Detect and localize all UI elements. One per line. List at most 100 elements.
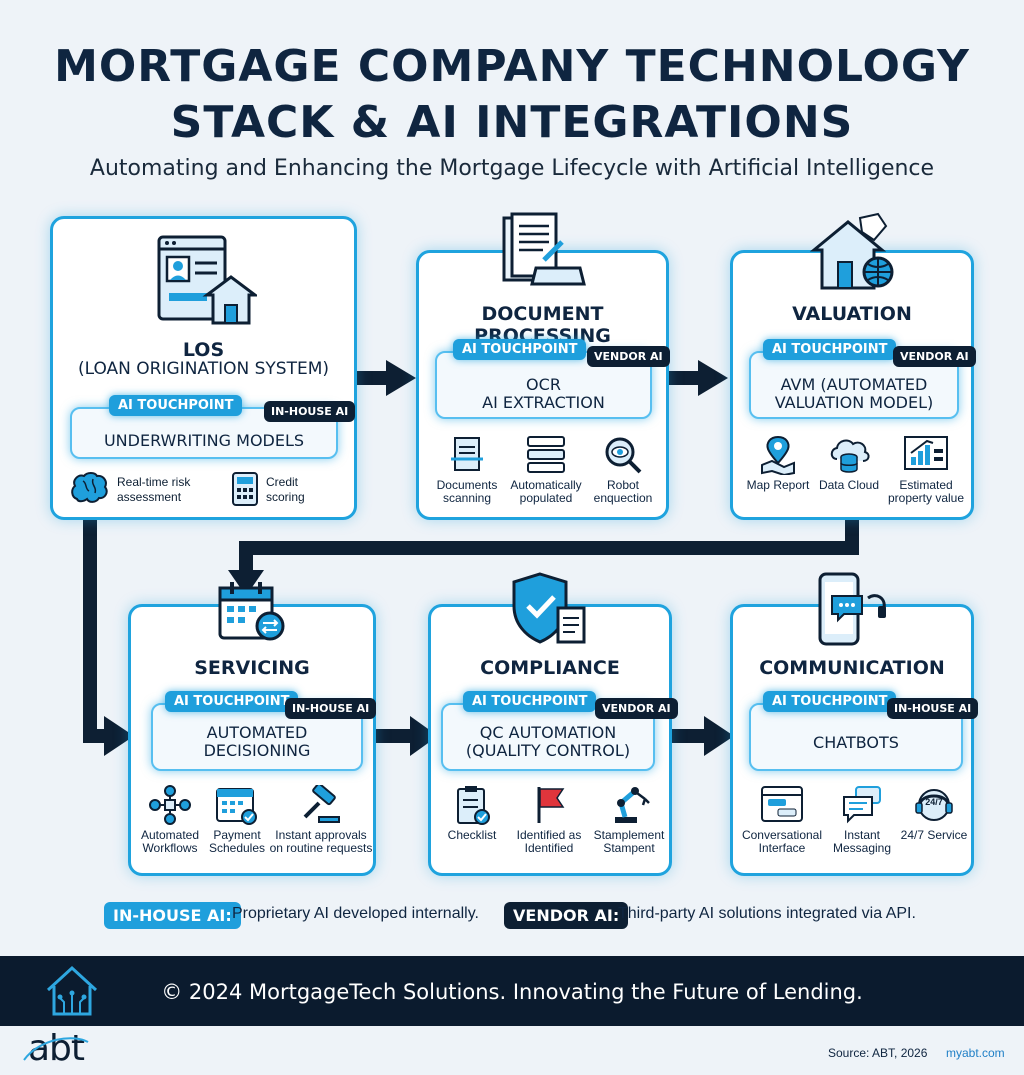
robotic-arm-icon [615,787,650,823]
communication-feature-service-label: 24/7 Service [900,828,968,842]
documents-stack-icon [502,212,586,286]
page-title-line1: MORTGAGE COMPANY TECHNOLOGY [54,41,970,92]
document-feature-populated: Automatically populated [505,435,587,505]
loan-application-icon [157,235,257,325]
house-valuation-icon [809,212,894,290]
servicing-title: SERVICING [194,657,310,679]
communication-ai-type-badge: IN-HOUSE AI [887,698,979,719]
servicing-feature-payments-label: Payment Schedules [208,828,266,855]
communication-feature-interface: Conversational Interface [737,785,827,855]
document-feature-scanning: Documents scanning [427,435,507,505]
smart-home-logo-icon [46,965,98,1016]
legend-vendor-badge: VENDOR AI: [504,902,629,929]
servicing-ai-type-badge: IN-HOUSE AI [285,698,377,719]
document-processing-card: DOCUMENT PROCESSING OCR AI EXTRACTION AI… [416,250,670,520]
los-feature-risk: Real-time risk assessment [117,475,191,504]
los-ai-type-badge: IN-HOUSE AI [264,401,356,422]
gavel-icon [303,785,340,823]
communication-feature-interface-label: Conversational Interface [741,828,823,855]
communication-feature-messaging: Instant Messaging [829,785,895,855]
servicing-feature-payments: Payment Schedules [205,785,269,855]
chat-window-icon [761,786,803,822]
document-feature-populated-label: Automatically populated [510,478,582,505]
legend-inhouse-badge: IN-HOUSE AI: [104,902,241,929]
servicing-card: SERVICING AUTOMATED DECISIONING AI TOUCH… [128,604,377,876]
document-ai-touchpoint-badge: AI TOUCHPOINT [453,339,587,360]
legend-inhouse-text: Proprietary AI developed internally. [232,905,479,922]
compliance-card: COMPLIANCE QC AUTOMATION (QUALITY CONTRO… [428,604,678,876]
valuation-touchpoint: AVM (AUTOMATED VALUATION MODEL) [749,351,959,419]
compliance-feature-stamp: Stamplement Stampent [587,785,671,855]
brain-icon [71,472,108,503]
form-fields-icon [527,436,565,473]
compliance-touchpoint-line1: QC AUTOMATION [479,723,617,742]
valuation-ai-touchpoint-badge: AI TOUCHPOINT [763,339,897,360]
communication-title: COMMUNICATION [759,657,945,679]
compliance-feature-stamp-label: Stamplement Stampent [593,828,665,855]
communication-feature-messaging-label: Instant Messaging [832,828,892,855]
document-ai-type-badge: VENDOR AI [587,346,670,367]
compliance-feature-checklist: Checklist [437,785,507,842]
valuation-feature-estimate: Estimated property value [881,435,971,505]
los-ai-touchpoint-badge: AI TOUCHPOINT [109,395,243,416]
compliance-feature-identified: Identified as Identified [511,785,587,855]
legend-vendor-text: Third-party AI solutions integrated via … [618,905,916,922]
communication-feature-service: 24/7 24/7 Service [899,785,969,842]
document-touchpoint: OCR AI EXTRACTION [435,351,652,419]
servicing-feature-approvals: Instant approvals on routine requests [267,785,375,855]
footer-bar: © 2024 MortgageTech Solutions. Innovatin… [0,956,1024,1026]
payment-calendar-icon [216,788,257,825]
compliance-ai-type-badge: VENDOR AI [595,698,678,719]
compliance-touchpoint-line2: (QUALITY CONTROL) [465,741,631,760]
compliance-ai-touchpoint-badge: AI TOUCHPOINT [463,691,597,712]
compliance-feature-checklist-label: Checklist [447,828,497,842]
valuation-feature-map-label: Map Report [746,478,810,492]
document-feature-scanning-label: Documents scanning [436,478,498,505]
servicing-feature-workflows: Automated Workflows [135,785,205,855]
los-card: LOS (LOAN ORIGINATION SYSTEM) UNDERWRITI… [50,216,357,520]
workflow-icon [149,785,191,825]
magnifier-eye-icon [605,437,642,474]
valuation-touchpoint-line2: VALUATION MODEL) [774,393,934,412]
valuation-title: VALUATION [792,303,912,325]
message-bubbles-icon [843,786,881,824]
document-scan-icon [451,437,483,471]
support-headset-icon: 24/7 [915,789,953,821]
phone-chat-icon [818,572,886,646]
valuation-feature-estimate-label: Estimated property value [887,478,965,505]
communication-touchpoint-label: CHATBOTS [813,733,899,752]
servicing-feature-workflows-label: Automated Workflows [140,828,200,855]
calculator-icon [232,472,258,506]
compliance-feature-identified-label: Identified as Identified [516,828,582,855]
valuation-feature-map: Map Report [743,435,813,492]
service-badge-text: 24/7 [925,797,943,807]
valuation-card: VALUATION AVM (AUTOMATED VALUATION MODEL… [730,250,976,520]
los-touchpoint-label: UNDERWRITING MODELS [103,431,305,450]
communication-ai-touchpoint-badge: AI TOUCHPOINT [763,691,897,712]
servicing-touchpoint-line2: DECISIONING [203,741,311,760]
valuation-feature-cloud: Data Cloud [817,435,881,492]
valuation-feature-cloud-label: Data Cloud [818,478,880,492]
red-flag-icon [537,787,565,823]
los-title: LOS [182,339,225,361]
servicing-feature-approvals-label: Instant approvals on routine requests [269,828,373,855]
checklist-icon [457,786,490,825]
calendar-sync-icon [218,582,285,641]
source-note: Source: ABT, 2026 [828,1046,928,1060]
valuation-ai-type-badge: VENDOR AI [893,346,976,367]
page-subtitle: Automating and Enhancing the Mortgage Li… [89,156,935,181]
footer-copyright: © 2024 MortgageTech Solutions. Innovatin… [161,980,863,1004]
abt-swoosh-icon [23,1037,89,1061]
document-feature-robot-label: Robot enquection [593,478,653,505]
page-title-line2: STACK & AI INTEGRATIONS [170,97,854,148]
los-subtitle: (LOAN ORIGINATION SYSTEM) [77,359,330,379]
document-touchpoint-line1: OCR [526,375,561,394]
communication-card: COMMUNICATION CHATBOTS AI TOUCHPOINT IN-… [730,604,979,876]
shield-check-icon [512,572,586,644]
valuation-touchpoint-line1: AVM (AUTOMATED [780,375,928,394]
property-value-chart-icon [904,436,948,470]
los-feature-credit: Credit scoring [266,475,305,504]
site-link[interactable]: myabt.com [946,1046,1005,1060]
document-touchpoint-line2: AI EXTRACTION [482,393,605,412]
